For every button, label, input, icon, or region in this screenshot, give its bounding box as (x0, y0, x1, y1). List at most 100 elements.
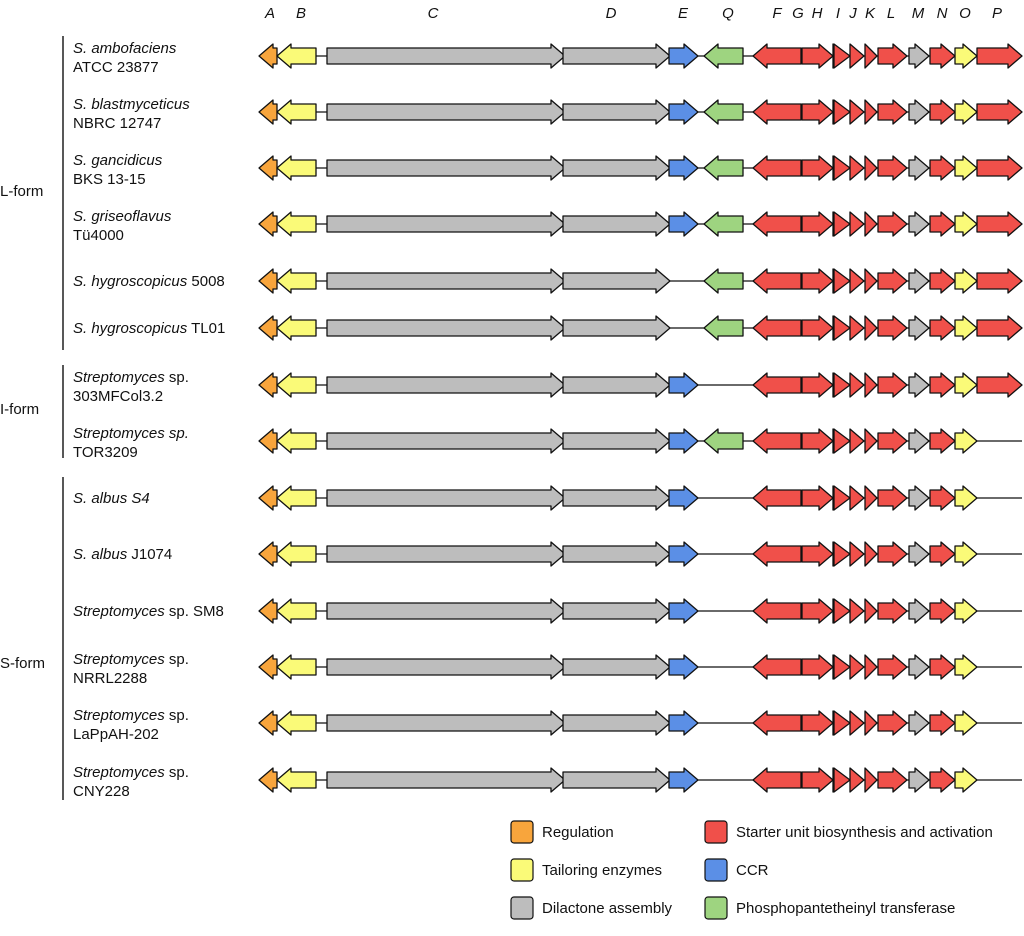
gene-arrow-i (833, 767, 851, 793)
gene-arrow-d (562, 598, 671, 624)
legend-item-regulation: Regulation (510, 820, 614, 844)
gene-arrow-m (908, 315, 930, 341)
strain-label-line: S. gancidicus (73, 152, 163, 169)
gene-arrow-d (562, 710, 671, 736)
gene-arrow-k (864, 598, 878, 624)
gene-arrow-k (864, 99, 878, 125)
gene-arrow-l (877, 211, 908, 237)
gene-arrow-j (849, 315, 865, 341)
gene-arrow-i (833, 99, 851, 125)
strain-label: S. hygroscopicus TL01 (73, 320, 225, 337)
gene-arrow-f (752, 211, 802, 237)
gene-arrow-o (954, 211, 978, 237)
legend-item-starter: Starter unit biosynthesis and activation (704, 820, 993, 844)
gene-arrow-q (703, 43, 744, 69)
strain-label-line: S. hygroscopicus 5008 (73, 273, 225, 290)
gene-arrow-n (929, 541, 956, 567)
gene-arrow-g (801, 654, 834, 680)
gene-arrow-c (326, 372, 566, 398)
gene-arrow-n (929, 155, 956, 181)
gene-arrow-j (849, 598, 865, 624)
gene-arrow-g (801, 541, 834, 567)
gene-arrow-f (752, 654, 802, 680)
gene-arrow-n (929, 43, 956, 69)
strain-label-line: S. ambofaciens (73, 40, 177, 57)
gene-arrow-k (864, 372, 878, 398)
gene-arrow-m (908, 485, 930, 511)
strain-label-line: NBRC 12747 (73, 115, 161, 132)
gene-arrow-c (326, 268, 566, 294)
gene-arrow-l (877, 654, 908, 680)
gene-arrow-b (276, 43, 317, 69)
gene-arrow-a (258, 268, 278, 294)
strain-label-line: Streptomyces sp. (73, 369, 189, 386)
gene-arrow-e (668, 428, 699, 454)
gene-arrow-g (801, 710, 834, 736)
gene-arrow-a (258, 654, 278, 680)
strain-label: S. hygroscopicus 5008 (73, 273, 225, 290)
gene-arrow-m (908, 372, 930, 398)
gene-arrow-f (752, 428, 802, 454)
gene-arrow-d (562, 268, 671, 294)
gene-arrow-e (668, 767, 699, 793)
gene-arrow-d (562, 43, 671, 69)
gene-arrow-d (562, 654, 671, 680)
gene-arrow-d (562, 315, 671, 341)
gene-arrow-k (864, 541, 878, 567)
cluster-row (258, 99, 1023, 125)
legend-label: Dilactone assembly (542, 900, 673, 917)
gene-arrow-f (752, 541, 802, 567)
strain-label-line: Streptomyces sp. (73, 707, 189, 724)
legend-swatch (510, 858, 534, 882)
legend-swatch (704, 820, 728, 844)
gene-letter-c: C (428, 5, 439, 22)
legend-swatch (704, 896, 728, 920)
gene-arrow-m (908, 211, 930, 237)
gene-arrow-k (864, 315, 878, 341)
gene-arrow-b (276, 268, 317, 294)
cluster-row (258, 428, 1022, 454)
strain-label-line: S. albus S4 (73, 490, 150, 507)
gene-arrow-q (703, 99, 744, 125)
gene-arrow-c (326, 99, 566, 125)
gene-arrow-e (668, 211, 699, 237)
gene-arrow-l (877, 99, 908, 125)
gene-arrow-a (258, 767, 278, 793)
gene-arrow-o (954, 372, 978, 398)
cluster-row (258, 485, 1022, 511)
gene-letter-l: L (887, 5, 895, 22)
gene-arrow-e (668, 99, 699, 125)
gene-arrow-j (849, 767, 865, 793)
gene-arrow-e (668, 654, 699, 680)
gene-arrow-o (954, 43, 978, 69)
cluster-row (258, 372, 1023, 398)
gene-arrow-n (929, 710, 956, 736)
strain-label-line: Streptomyces sp. (73, 425, 189, 442)
gene-arrow-j (849, 428, 865, 454)
cluster-row (258, 268, 1023, 294)
gene-arrow-k (864, 654, 878, 680)
gene-arrow-n (929, 428, 956, 454)
gene-arrow-b (276, 485, 317, 511)
gene-arrow-k (864, 43, 878, 69)
legend-label: Regulation (542, 824, 614, 841)
gene-letter-o: O (959, 5, 971, 22)
cluster-row (258, 155, 1023, 181)
gene-letter-g: G (792, 5, 804, 22)
gene-arrow-b (276, 372, 317, 398)
gene-arrow-m (908, 428, 930, 454)
gene-arrow-f (752, 485, 802, 511)
gene-arrow-o (954, 428, 978, 454)
gene-letter-f: F (772, 5, 782, 22)
strain-label-line: S. hygroscopicus TL01 (73, 320, 225, 337)
cluster-row (258, 211, 1023, 237)
gene-arrow-c (326, 541, 566, 567)
gene-arrow-l (877, 372, 908, 398)
legend-item-ppt: Phosphopantetheinyl transferase (704, 896, 955, 920)
gene-arrow-n (929, 372, 956, 398)
